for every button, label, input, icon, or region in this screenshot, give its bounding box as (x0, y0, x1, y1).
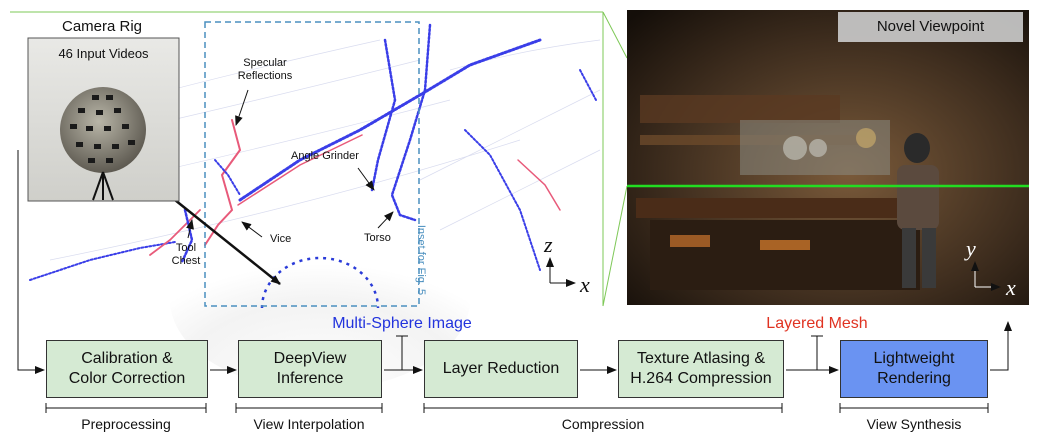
torso-annotation: Torso (364, 232, 391, 244)
frustum-top-line (602, 11, 628, 59)
inset-label: Inset for Fig. 5 (415, 224, 427, 296)
tripod-leg-left (92, 171, 104, 201)
torso-arrow (377, 211, 394, 229)
tool-line1: Tool (175, 242, 197, 254)
frustum-bottom-line (602, 185, 628, 307)
workbench-cabinet (650, 220, 920, 290)
compression-label: Compression (561, 416, 645, 432)
pipeline-connectors (17, 150, 1012, 374)
vice-arrow (241, 221, 263, 238)
preprocessing-label: Preprocessing (81, 416, 171, 432)
y-axis-label: y (966, 236, 976, 261)
rig-to-sphere-arrow (164, 191, 281, 285)
rendering-line2: Rendering (877, 370, 951, 387)
x-axis-label: x (580, 272, 590, 297)
camera-sphere-arc (260, 256, 380, 309)
input-videos-label: 46 Input Videos (58, 46, 149, 61)
saw-blade-2 (809, 139, 827, 157)
z-axis-label: z (544, 232, 553, 257)
msi-structure-strokes (29, 23, 597, 281)
texture-line2: H.264 Compression (630, 370, 772, 387)
shelf-1 (640, 95, 840, 123)
rendering-line1: Lightweight (873, 350, 955, 367)
angle-grinder-annotation: Angle Grinder (291, 150, 359, 162)
camera-rig-photo (27, 37, 180, 202)
inset-box (204, 21, 420, 307)
orange-cable (760, 240, 810, 250)
specular-line1: Specular (243, 57, 287, 69)
vice-annotation: Vice (270, 233, 292, 245)
welder-figure (897, 133, 939, 288)
view-interpolation-label: View Interpolation (253, 416, 365, 432)
rig-sphere (60, 87, 146, 173)
novel-viewpoint-title: Novel Viewpoint (876, 18, 985, 35)
multi-sphere-image-label: Multi-Sphere Image (332, 315, 472, 332)
x-axis-label-right: x (1006, 275, 1016, 300)
calibration-box: Calibration & Color Correction (46, 340, 208, 398)
deepview-line1: DeepView (273, 350, 347, 367)
specular-line2: Reflections (237, 70, 293, 82)
tool-chest-arrow (186, 219, 194, 239)
calibration-line1: Calibration & (81, 350, 173, 367)
layered-mesh-label: Layered Mesh (766, 315, 868, 332)
stage-brackets (45, 403, 989, 413)
novel-viewpoint-title-bg (838, 12, 1023, 42)
novel-viewpoint-photo (627, 10, 1029, 305)
saw-blade-1 (783, 136, 807, 160)
output-arrow (990, 321, 1012, 371)
view-synthesis-label: View Synthesis (866, 416, 962, 432)
angle-grinder-arrow (357, 167, 375, 191)
texture-line1: Texture Atlasing & (636, 350, 766, 367)
tool-chest-annotation: Tool Chest (168, 242, 204, 268)
specular-arrow (235, 89, 249, 126)
wall-clock (856, 128, 876, 148)
calibration-line2: Color Correction (68, 370, 186, 387)
cable-reel (670, 235, 710, 247)
workbench (636, 198, 936, 218)
deepview-line2: Inference (276, 370, 344, 387)
specular-reflections-annotation: Specular Reflections (230, 57, 300, 83)
layer-reduction-box: Layer Reduction (424, 340, 578, 398)
tool-line2: Chest (171, 255, 201, 267)
rig-to-calibration-line (17, 150, 45, 374)
texture-atlasing-box: Texture Atlasing & H.264 Compression (618, 340, 784, 398)
rig-cameras (70, 95, 135, 163)
camera-rig-title: Camera Rig (62, 18, 143, 35)
tripod-leg-right (102, 171, 114, 201)
layer-reduction-label: Layer Reduction (442, 360, 560, 377)
